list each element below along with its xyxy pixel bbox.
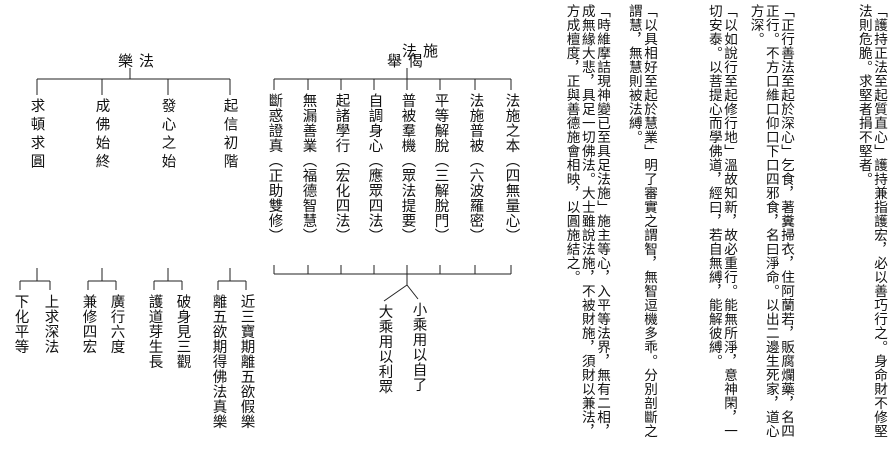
tree1-leaf: 廣行六度 — [108, 294, 125, 354]
tree2-item: 自調身心（應眾四法） — [366, 93, 383, 243]
tree1-leaf: 離五欲期得佛法真樂 — [210, 294, 227, 429]
tree1-root: 樂法 — [118, 52, 161, 70]
tree2-item: 普被羣機（眾法提要） — [399, 93, 416, 243]
tree1-leaf: 護道芽生長 — [146, 294, 163, 369]
commentary-paragraph: 「正行善法至起於深心」乞食，著糞掃衣，住阿蘭若，販腐爛藥，名四正行。不方口維口仰… — [747, 4, 794, 438]
tree1-leaf: 近三寶期離五欲假樂 — [238, 294, 255, 429]
tree2-item: 平等解脫（三解脫門） — [432, 93, 449, 243]
tree2-result: 大乘用以利眾 — [376, 304, 393, 394]
tree1-leaf: 兼修四宏 — [80, 294, 97, 354]
commentary-paragraph: 「以具相好至起於慧業」明了審實之謂智，無智逗機多乖。分別剖斷之謂慧，無慧則被法縛… — [625, 4, 657, 438]
tree2-root-line: 舉偈 — [387, 52, 430, 70]
tree2-item: 無漏善業（福德智慧） — [300, 93, 317, 243]
tree2-item: 斷惑證真（正助雙修） — [266, 93, 283, 243]
tree2-result: 小乘用以自了 — [410, 302, 427, 392]
commentary-paragraph: 「以如說行至起修行地」溫故知新，故必重行。能無所淨，意神閑，一切安泰。以菩提心而… — [705, 4, 737, 438]
tree2-root-line: 法施 — [402, 42, 445, 60]
tree1-leaf: 下化平等 — [12, 294, 29, 354]
tree2-item: 起諸學行（宏化四法） — [333, 93, 350, 243]
tree1-branch-label: 求頓求圓 — [28, 98, 45, 172]
tree1-leaf: 破身見三觀 — [174, 294, 191, 369]
tree1-leaf: 上求深法 — [42, 294, 59, 354]
commentary-paragraph: 「時維摩詰現神變已至具足法施」施主等心，入平等法界，無有二相，成無緣大悲，具足一… — [563, 4, 610, 438]
tree2-item: 法施普被（六波羅密） — [467, 93, 484, 243]
tree1-branch-label: 發心之始 — [159, 98, 176, 172]
tree2-item: 法施之本（四無量心） — [503, 93, 520, 243]
tree1-branch-label: 成佛始終 — [93, 98, 110, 172]
tree1-branch-label: 起信初階 — [221, 98, 238, 172]
commentary-paragraph: 「護持正法至起質直心」護持兼指護宏，必以善巧行之。身命財不修堅法則危脆。求堅者捐… — [855, 4, 887, 438]
